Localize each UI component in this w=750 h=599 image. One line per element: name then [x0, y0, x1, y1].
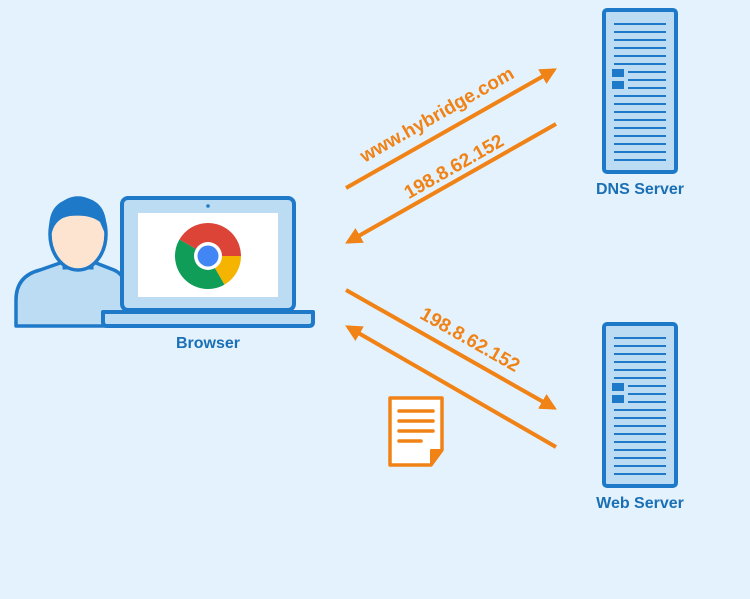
arrow-browser-to-dns	[345, 68, 557, 190]
arrow-browser-to-web	[345, 288, 557, 410]
dns-server-icon	[602, 8, 678, 174]
dns-server-label: DNS Server	[596, 181, 684, 198]
chrome-logo-icon	[174, 222, 242, 290]
web-server-icon	[602, 322, 678, 488]
dns-response-label: 198.8.62.152	[401, 131, 508, 204]
browser-label: Browser	[176, 335, 240, 352]
user-icon	[14, 196, 130, 328]
arrow-web-to-browser	[345, 325, 557, 449]
document-icon	[388, 396, 444, 467]
arrow-dns-to-browser	[345, 122, 557, 244]
web-server-label: Web Server	[596, 495, 684, 512]
laptop-icon	[101, 196, 315, 328]
